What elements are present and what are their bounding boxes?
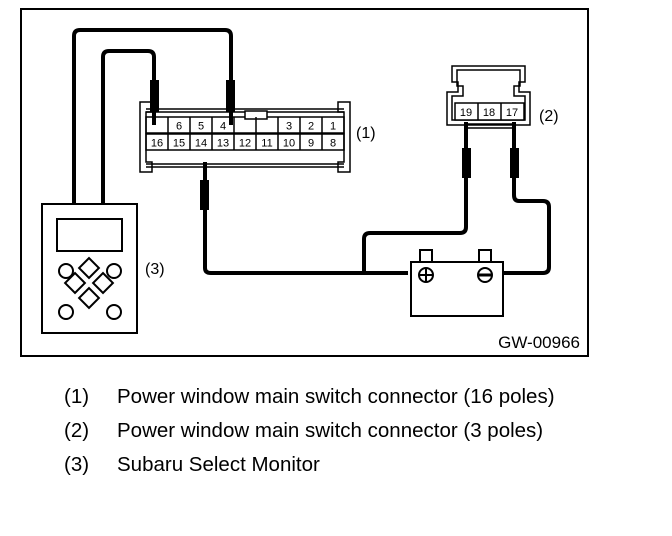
wires: [72, 28, 551, 275]
probe-sleeves: [150, 80, 519, 210]
connector-3-pole: [446, 65, 531, 129]
legend-number: (3): [64, 453, 90, 476]
connector-3-housing: [446, 65, 531, 126]
legend-text: Power window main switch connector (16 p…: [117, 385, 555, 408]
select-monitor-screen: [56, 218, 123, 252]
connector-16-pole: [139, 101, 351, 173]
callout-1: (1): [356, 125, 376, 142]
probe-17: [510, 148, 519, 178]
probe-13: [226, 80, 235, 112]
legend-item: (1) Power window main switch connector (…: [64, 382, 664, 412]
pin-5: 5: [198, 121, 204, 133]
probe-19: [462, 148, 471, 178]
legend-item: (2) Power window main switch connector (…: [64, 416, 664, 446]
pin-11: 11: [261, 138, 272, 150]
figure-frame: [20, 8, 589, 357]
select-monitor-icon: [41, 203, 138, 334]
pin-2: 2: [308, 121, 314, 133]
legend-item: (3) Subaru Select Monitor: [64, 450, 664, 480]
callout-3: (3): [145, 261, 165, 278]
probe-16: [150, 80, 159, 112]
pin-13: 13: [217, 138, 229, 150]
connector-16-right-latch: [337, 101, 351, 173]
wire-pin17: [500, 122, 551, 275]
pin-6: 6: [176, 121, 182, 133]
pin-8: 8: [330, 138, 336, 150]
legend-text: Power window main switch connector (3 po…: [117, 419, 544, 442]
pin-15: 15: [173, 138, 185, 150]
pin-1: 1: [330, 121, 336, 133]
pin-10: 10: [283, 138, 295, 150]
wire-pin14: [203, 162, 408, 275]
probe-14: [200, 180, 209, 210]
pin-9: 9: [308, 138, 314, 150]
figure-code: GW-00966: [498, 333, 580, 352]
legend-text: Subaru Select Monitor: [117, 453, 320, 476]
pin-16: 16: [151, 138, 163, 150]
wire-pin13: [72, 28, 233, 205]
pin-19: 19: [460, 107, 472, 119]
callout-2: (2): [539, 108, 559, 125]
connector-16-cells: 6 5 4 3 2 1 16 15 14 13 12 11 10 9 8: [151, 117, 336, 150]
connector-16-left-latch: [139, 101, 153, 173]
legend: (1) Power window main switch connector (…: [64, 382, 664, 480]
wire-pin16: [101, 49, 156, 205]
pin-3: 3: [286, 121, 292, 133]
pin-12: 12: [239, 138, 251, 150]
wire-pin19: [362, 122, 468, 273]
legend-number: (1): [64, 385, 90, 408]
pin-18: 18: [483, 107, 495, 119]
legend-number: (2): [64, 419, 90, 442]
pin-17: 17: [506, 107, 518, 119]
pin-14: 14: [195, 138, 207, 150]
battery-icon: [410, 249, 504, 317]
pin-4: 4: [220, 121, 226, 133]
